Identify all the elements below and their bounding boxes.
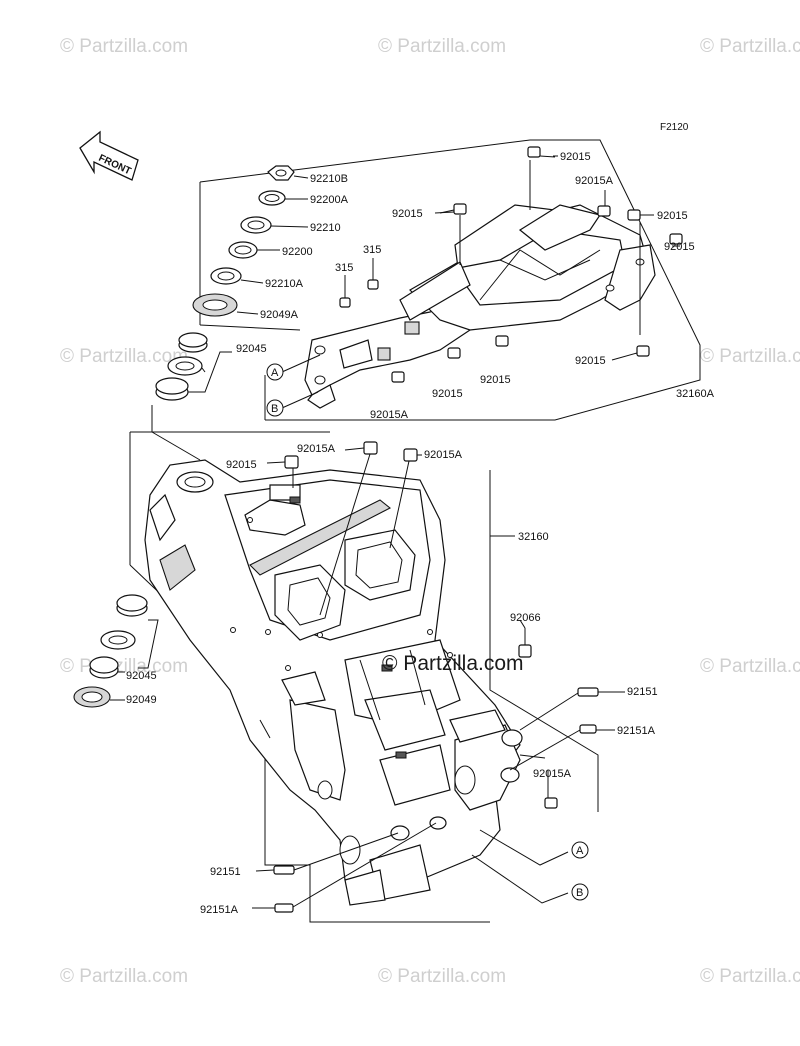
- part-label: 92015: [575, 355, 606, 367]
- part-label: 92015: [664, 241, 695, 253]
- watermark-text: © Partzilla.com: [378, 36, 506, 57]
- center-watermark: © Partzilla.com: [382, 652, 524, 675]
- part-label: 92210A: [265, 278, 304, 290]
- locknut-part: [267, 165, 309, 181]
- bolt-icon: [509, 724, 597, 771]
- part-label: 92015: [480, 374, 511, 386]
- part-label: 32160A: [676, 388, 715, 400]
- part-label: 92015: [432, 388, 463, 400]
- lock-washer-part: [228, 241, 280, 259]
- label-leaders: [252, 155, 680, 909]
- part-label: 92015A: [297, 443, 336, 455]
- bolt-icon: [669, 233, 683, 245]
- part-label: 92015: [657, 210, 688, 222]
- leader-lines: [281, 354, 569, 904]
- ref-letter: B: [271, 403, 278, 415]
- part-label: 92151: [210, 866, 241, 878]
- bolt-icon: [627, 209, 654, 221]
- bolt-icon: [544, 797, 558, 809]
- watermark-text: © Partzilla.com: [700, 346, 800, 367]
- subframe-assembly: [304, 204, 656, 409]
- part-label: 92210B: [310, 173, 348, 185]
- ref-marker-a-top: A: [266, 363, 284, 381]
- part-label: 315: [335, 262, 353, 274]
- washer-part: [258, 190, 308, 206]
- part-label: 92015: [392, 208, 423, 220]
- watermark-text: © Partzilla.com: [60, 656, 188, 677]
- bolt-icon: [519, 687, 599, 731]
- watermark-text: © Partzilla.com: [60, 966, 188, 987]
- bolt-icon: [527, 146, 556, 158]
- ref-letter: A: [271, 367, 279, 379]
- bolt-icon: [391, 371, 405, 383]
- bearing-race-part: [178, 332, 208, 353]
- figure-id: F2120: [660, 122, 689, 133]
- bolt-icon: [439, 203, 467, 215]
- part-label: 92045: [236, 343, 267, 355]
- main-frame-bolts: [273, 441, 599, 913]
- ref-marker-a-bottom: A: [571, 841, 589, 859]
- ball-bearing-part: [167, 356, 203, 376]
- bolt-icon: [447, 347, 461, 359]
- bearing-race-part: [89, 656, 119, 679]
- ref-marker-b-top: B: [266, 399, 284, 417]
- watermark-text: © Partzilla.com: [378, 966, 506, 987]
- watermarks: © Partzilla.com © Partzilla.com © Partzi…: [60, 36, 800, 987]
- watermark-text: © Partzilla.com: [60, 346, 188, 367]
- bolt-icon: [495, 335, 509, 347]
- part-label: 92066: [510, 612, 541, 624]
- bolt-icon: [611, 345, 650, 361]
- part-label: 92015A: [533, 768, 572, 780]
- steering-stem-stack-top: [155, 165, 309, 401]
- part-label: 92049A: [260, 309, 299, 321]
- part-label: 92049: [126, 694, 157, 706]
- bolt-icon: [389, 448, 418, 549]
- main-frame-assembly: [144, 459, 546, 906]
- ref-marker-b-bottom: B: [571, 883, 589, 901]
- watermark-text: © Partzilla.com: [700, 36, 800, 57]
- part-label: 92015: [226, 459, 257, 471]
- seal-part: [73, 686, 111, 708]
- part-label: 92015A: [575, 175, 614, 187]
- part-label: 92200A: [310, 194, 349, 206]
- front-arrow-icon: FRONT: [79, 130, 139, 181]
- part-label: 92015A: [424, 449, 463, 461]
- part-label: 92151: [627, 686, 658, 698]
- ref-letter: A: [576, 845, 584, 857]
- bolt-icon: [518, 628, 532, 658]
- bolt-icon: [597, 190, 611, 217]
- watermark-text: © Partzilla.com: [60, 36, 188, 57]
- ref-letter: B: [576, 887, 583, 899]
- part-label: 92210: [310, 222, 341, 234]
- subframe-bolts: [339, 146, 683, 383]
- part-label: 32160: [518, 531, 549, 543]
- part-label: 92151A: [617, 725, 656, 737]
- lock-nut-part: [240, 216, 309, 234]
- part-label: 92200: [282, 246, 313, 258]
- part-label: 92015: [560, 151, 591, 163]
- ball-bearing-part: [100, 630, 136, 650]
- watermark-text: © Partzilla.com: [700, 966, 800, 987]
- outer-race-part: [155, 377, 189, 401]
- nut-icon: [339, 297, 351, 308]
- outer-race-part: [116, 594, 148, 617]
- adjusting-nut-part: [210, 267, 264, 285]
- part-label: 315: [363, 244, 381, 256]
- steering-stem-stack-bottom: [73, 594, 159, 708]
- nut-icon: [367, 279, 379, 290]
- part-label: 92015A: [370, 409, 409, 421]
- part-label: 92045: [126, 670, 157, 682]
- seal-part: [192, 293, 259, 317]
- part-label: 92151A: [200, 904, 239, 916]
- part-labels: 92210B 92200A 92210 92200 92210A 92049A …: [126, 151, 715, 916]
- watermark-text: © Partzilla.com: [700, 656, 800, 677]
